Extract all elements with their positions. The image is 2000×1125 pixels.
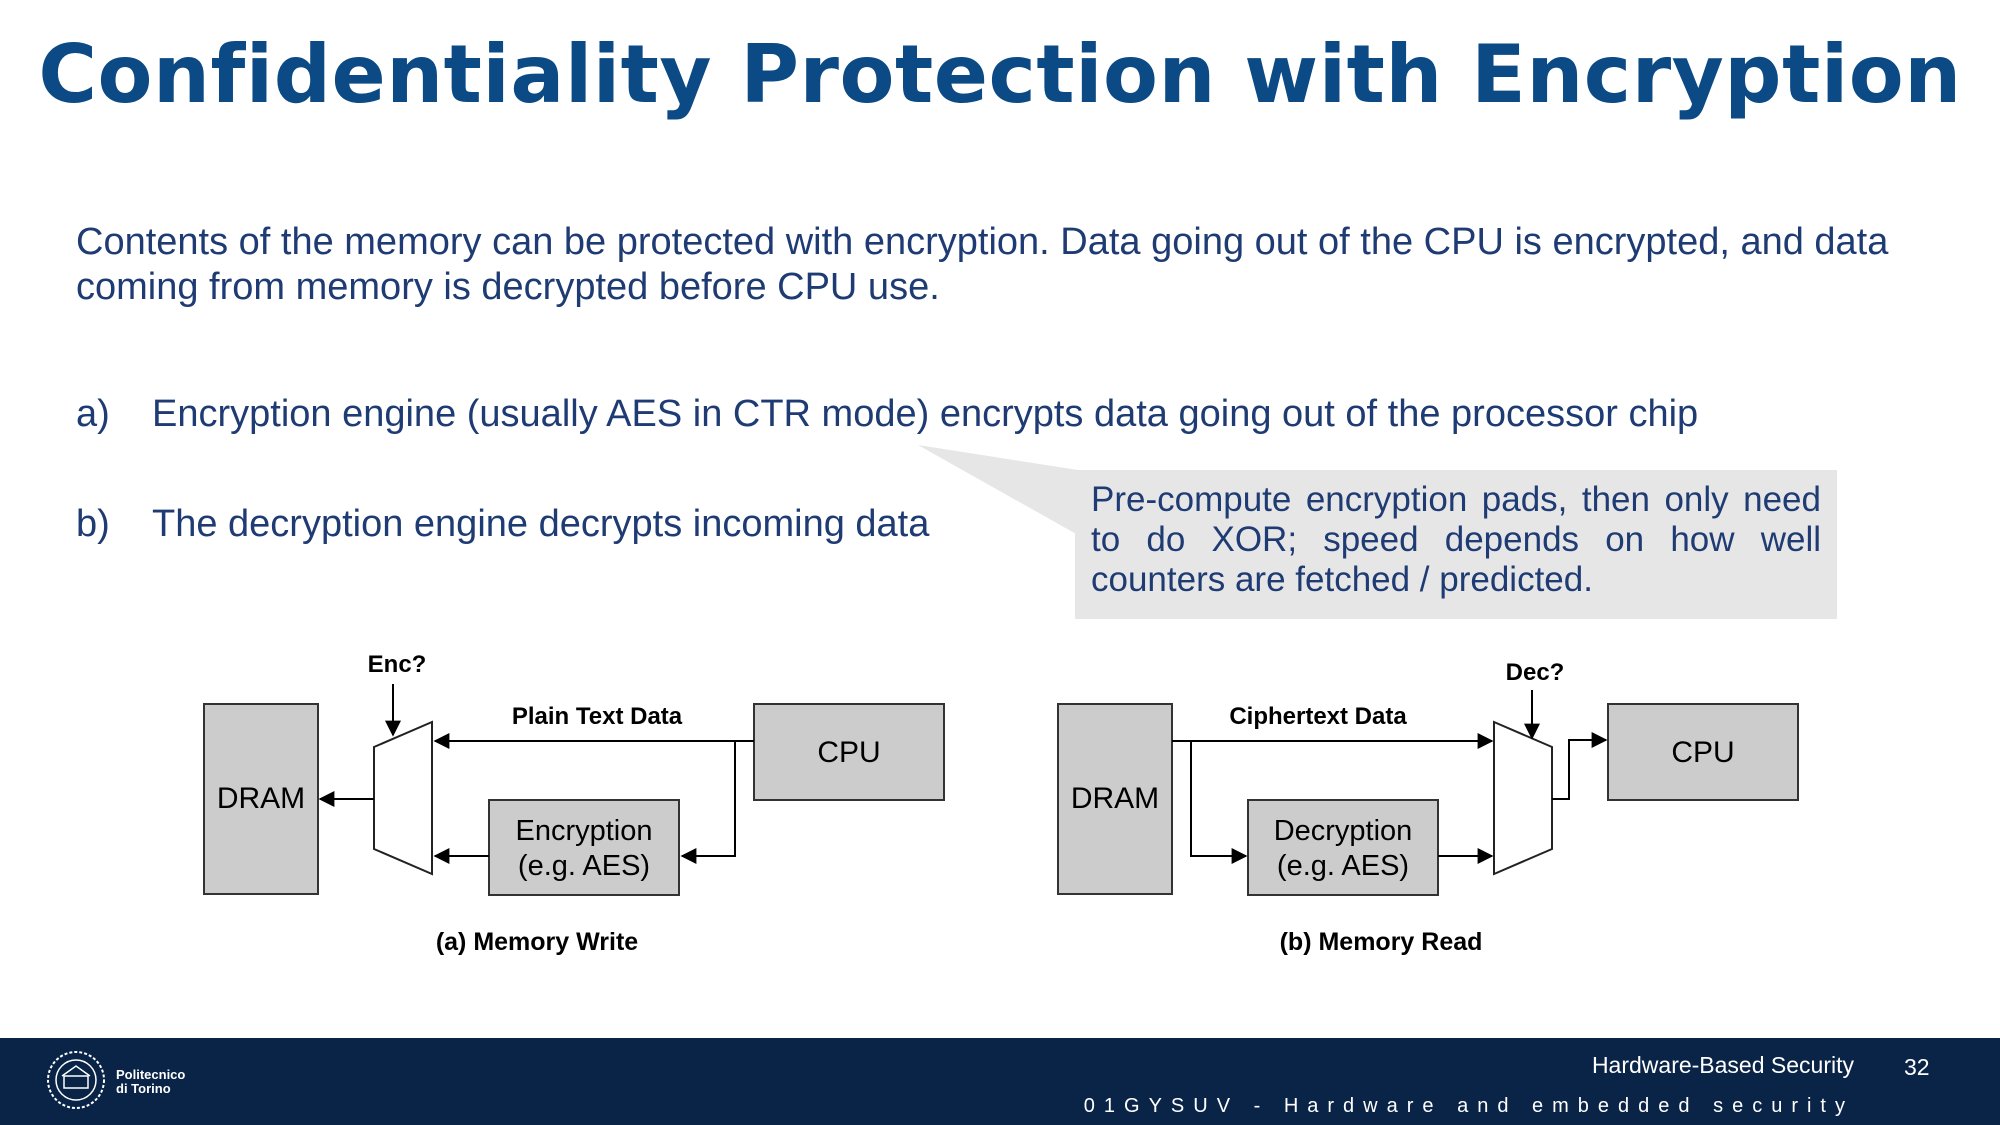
decryption-engine-label: Decryption — [1274, 815, 1413, 847]
course-subtitle: 01GYSUV - Hardware and embedded security — [1083, 1095, 1854, 1117]
seal-icon — [47, 1051, 105, 1109]
cpu-box-read — [1607, 703, 1799, 801]
logo-line-1: Politecnico — [116, 1067, 186, 1082]
dec-select-label: Dec? — [1506, 659, 1565, 686]
memory-read-caption: (b) Memory Read — [1280, 928, 1483, 956]
list-item-text: Encryption engine (usually AES in CTR mo… — [152, 393, 1699, 435]
dram-label-write: DRAM — [217, 782, 305, 815]
encryption-engine-sublabel: (e.g. AES) — [518, 850, 650, 882]
cpu-box-write — [753, 703, 945, 801]
ciphertext-data-label: Ciphertext Data — [1229, 703, 1407, 730]
memory-write-caption: (a) Memory Write — [436, 928, 638, 956]
logo-line-2: di Torino — [116, 1081, 171, 1096]
memory-write-diagram: DRAM CPU Encryption (e.g. AES) Enc? Plai… — [203, 651, 945, 956]
page-number: 32 — [1904, 1054, 1930, 1080]
dram-box-read — [1057, 703, 1173, 895]
course-name: Hardware-Based Security — [1591, 1052, 1854, 1078]
dec-mux — [1493, 720, 1553, 876]
university-logo: Politecnico di Torino — [44, 1046, 194, 1116]
list-marker: b) — [76, 503, 110, 545]
dram-label-read: DRAM — [1071, 782, 1159, 815]
intro-paragraph: Contents of the memory can be protected … — [76, 221, 1889, 308]
enc-select-label: Enc? — [368, 651, 427, 678]
list-marker: a) — [76, 393, 110, 435]
cpu-label-read: CPU — [1671, 736, 1734, 769]
footer-bar: Politecnico di Torino Hardware-Based Sec… — [0, 1038, 2000, 1125]
enc-mux — [373, 720, 433, 876]
plaintext-data-label: Plain Text Data — [512, 703, 683, 730]
decryption-engine-sublabel: (e.g. AES) — [1277, 850, 1409, 882]
decryption-engine-box — [1247, 799, 1439, 896]
list-item-text: The decryption engine decrypts incoming … — [152, 503, 930, 545]
list-item: b) The decryption engine decrypts incomi… — [76, 502, 1076, 552]
memory-read-diagram: DRAM CPU Decryption (e.g. AES) Dec? Ciph… — [1057, 659, 1799, 956]
encryption-engine-box — [488, 799, 680, 896]
slide-title: Confidentiality Protection with Encrypti… — [38, 28, 1962, 121]
dram-box-write — [203, 703, 319, 895]
list-item: a) Encryption engine (usually AES in CTR… — [76, 392, 1716, 482]
encryption-engine-label: Encryption — [515, 815, 652, 847]
cpu-label-write: CPU — [817, 736, 880, 769]
callout-box: Pre-compute encryption pads, then only n… — [1075, 470, 1837, 619]
